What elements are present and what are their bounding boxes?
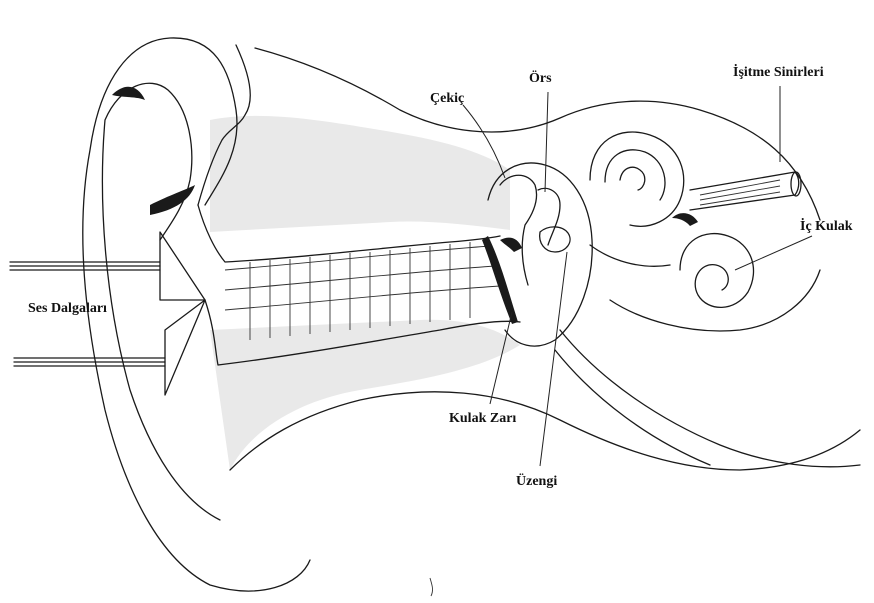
cochlea-spiral bbox=[680, 234, 754, 308]
label-uzengi: Üzengi bbox=[516, 475, 557, 489]
label-cekic: Çekiç bbox=[430, 92, 464, 106]
leader-ors bbox=[545, 92, 548, 192]
label-ic-kulak: İç Kulak bbox=[800, 220, 853, 234]
vestibule-outline bbox=[590, 245, 820, 331]
concha-shadow bbox=[150, 185, 195, 215]
label-ors: Örs bbox=[529, 72, 552, 86]
canal-strata bbox=[225, 246, 500, 310]
stapes-shape bbox=[540, 227, 570, 252]
nerve-fibers bbox=[700, 180, 780, 205]
lower-skull-line bbox=[230, 392, 860, 470]
label-isitme-sinirleri: İşitme Sinirleri bbox=[733, 66, 824, 80]
auricle-shadow bbox=[112, 87, 145, 100]
ossicle-shadow bbox=[500, 238, 522, 252]
sound-wave-arrow-upper bbox=[10, 232, 205, 300]
label-kulak-zari: Kulak Zarı bbox=[449, 412, 516, 426]
eustachian-tube bbox=[555, 330, 860, 467]
leader-ic-kulak bbox=[735, 236, 812, 270]
semicircular-canals bbox=[590, 132, 684, 226]
incus-shape bbox=[538, 188, 560, 245]
label-ses-dalgalari: Ses Dalgaları bbox=[28, 302, 107, 316]
skull-tissue-shading bbox=[210, 116, 510, 232]
cochlea-shadow bbox=[672, 213, 698, 226]
stray-mark bbox=[430, 578, 433, 596]
